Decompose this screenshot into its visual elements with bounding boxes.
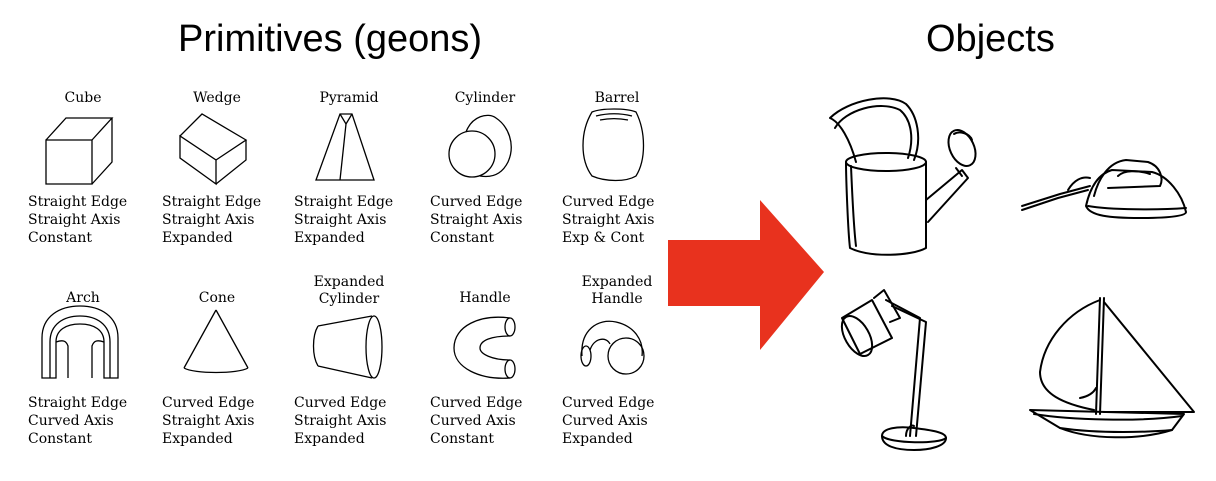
objects-title: Objects xyxy=(926,18,1055,60)
geon-name: Cube xyxy=(64,90,102,106)
cylinder-icon xyxy=(448,114,512,178)
primitives-title: Primitives (geons) xyxy=(178,18,483,60)
expanded-cylinder-icon xyxy=(312,315,383,379)
geon-name: Cone xyxy=(198,290,236,306)
desk-lamp-icon xyxy=(840,289,947,451)
sailboat-icon xyxy=(1029,297,1195,439)
wedge-icon xyxy=(179,113,248,186)
pyramid-icon xyxy=(315,113,375,181)
geon-name: Pyramid xyxy=(319,90,379,106)
handle-icon xyxy=(453,316,516,379)
cube-icon xyxy=(45,117,114,185)
arch-icon xyxy=(41,305,119,379)
iron-icon xyxy=(1021,159,1187,219)
geon-name: Cylinder xyxy=(454,90,516,106)
geon-name: Arch xyxy=(66,290,100,306)
barrel-icon xyxy=(582,108,645,182)
expanded-handle-icon xyxy=(580,320,645,375)
cone-icon xyxy=(183,309,249,374)
watering-can-icon xyxy=(829,97,977,256)
arrow-right-icon xyxy=(668,200,824,350)
geon-name: Barrel xyxy=(594,90,640,106)
geon-name: Handle xyxy=(459,290,511,306)
geon-name: Wedge xyxy=(193,90,241,106)
